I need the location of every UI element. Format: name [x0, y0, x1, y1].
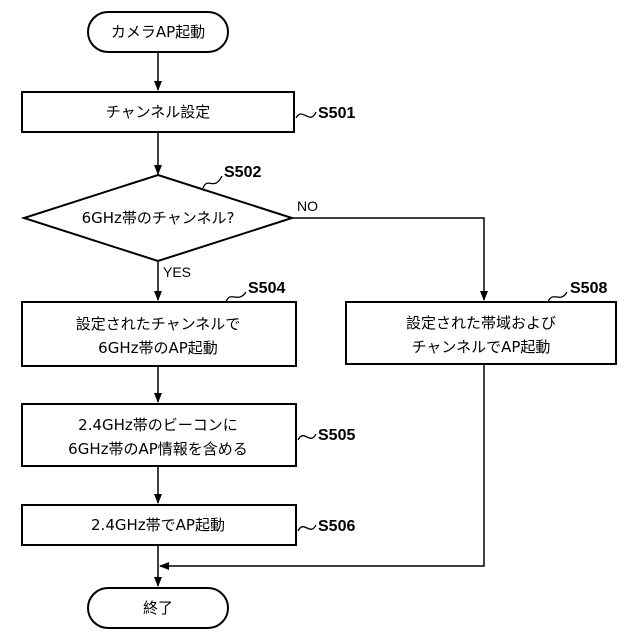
step-s506: 2.4GHz帯でAP起動 [22, 505, 296, 545]
s502-leader [203, 176, 222, 188]
s502-label: S502 [224, 164, 261, 181]
start-terminal: カメラAP起動 [88, 12, 228, 52]
s505-text-line2: 6GHz帯のAP情報を含める [68, 440, 248, 458]
s504-text-line1: 設定されたチャンネルで [76, 315, 241, 333]
s504-leader [226, 292, 246, 302]
no-label: NO [297, 198, 318, 214]
s505-text-line1: 2.4GHz帯のビーコンに [78, 416, 238, 434]
s508-leader [548, 292, 567, 302]
step-s508: 設定された帯域および チャンネルでAP起動 [346, 302, 616, 364]
s506-label: S506 [318, 518, 355, 535]
step-s501: チャンネル設定 [22, 92, 294, 132]
s505-leader [298, 434, 316, 440]
s502-text: 6GHz帯のチャンネル? [82, 209, 235, 227]
step-s505: 2.4GHz帯のビーコンに 6GHz帯のAP情報を含める [22, 404, 296, 466]
s508-text-line1: 設定された帯域および [406, 314, 556, 332]
s506-text: 2.4GHz帯でAP起動 [91, 516, 225, 534]
s501-label: S501 [318, 105, 355, 122]
s506-leader [298, 525, 316, 531]
s501-text: チャンネル設定 [106, 103, 211, 121]
s501-leader [296, 112, 316, 118]
decision-s502: 6GHz帯のチャンネル? [24, 175, 292, 261]
s508-label: S508 [570, 280, 607, 297]
connector-s502-s508 [292, 218, 484, 300]
s504-label: S504 [248, 280, 285, 297]
yes-label: YES [163, 264, 191, 280]
s508-text-line2: チャンネルでAP起動 [412, 338, 551, 356]
start-text: カメラAP起動 [111, 23, 205, 41]
s504-text-line2: 6GHz帯のAP起動 [98, 339, 218, 357]
end-terminal: 終了 [88, 588, 228, 628]
end-text: 終了 [143, 599, 173, 617]
step-s504: 設定されたチャンネルで 6GHz帯のAP起動 [22, 302, 296, 366]
s505-label: S505 [318, 427, 355, 444]
